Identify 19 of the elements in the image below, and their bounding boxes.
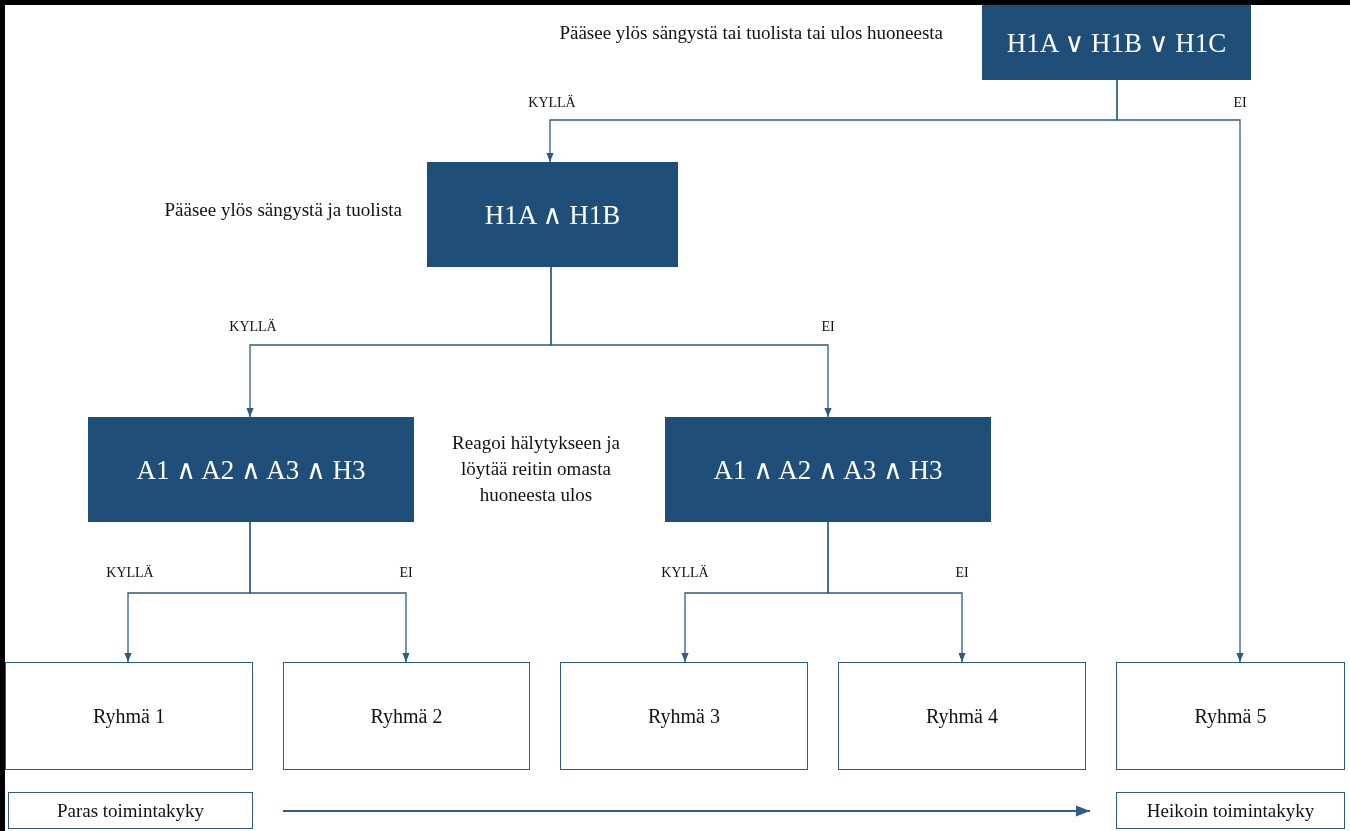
note-text: Reagoi hälytykseen ja löytää reitin omasta huoneesta ulos [451,431,621,507]
node-caption: Pääsee ylös sängystä ja tuolista [163,199,402,221]
group-box: Ryhmä 5 [1116,662,1345,770]
condition-box: H1A ∧ H1B [427,162,678,267]
group-box: Ryhmä 4 [838,662,1086,770]
node-caption: Pääsee ylös sängystä tai tuolista tai ulos huoneesta [558,22,943,44]
condition-box: H1A ∨ H1B ∨ H1C [982,5,1251,80]
arrow [249,521,410,663]
group-box: Ryhmä 2 [283,662,530,770]
arrow [1116,79,1244,663]
arrow [827,521,966,663]
arrow [282,805,1091,817]
arrow [550,266,832,418]
condition-box: A1 ∧ A2 ∧ A3 ∧ H3 [88,417,414,522]
group-box: Ryhmä 3 [560,662,808,770]
scale-end-box: Heikoin toimintakyky [1116,792,1345,829]
group-box: Ryhmä 1 [5,662,253,770]
scale-end-box: Paras toimintakyky [8,792,253,829]
condition-box: A1 ∧ A2 ∧ A3 ∧ H3 [665,417,991,522]
